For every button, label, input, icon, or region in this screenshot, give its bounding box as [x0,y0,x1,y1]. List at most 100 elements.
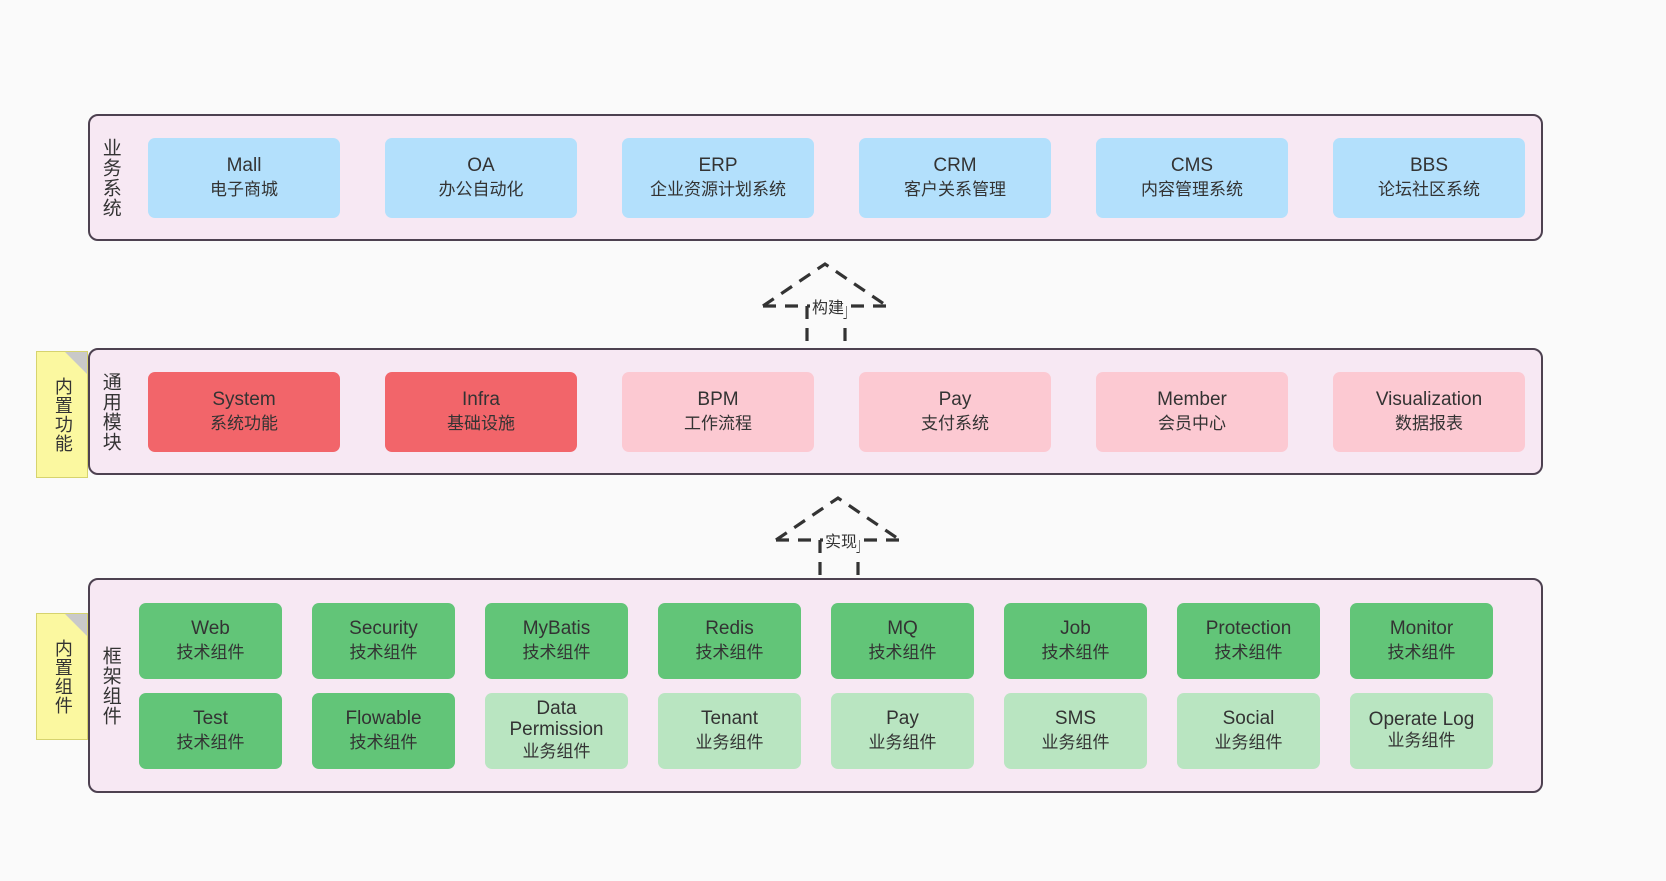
note-builtin-component-text: 内置组件 [52,638,73,715]
node-title-en: Protection [1205,618,1292,640]
node-title-en: Tenant [700,708,759,730]
node-title-en: Job [1060,618,1091,640]
node-title-en: Flowable [345,708,422,730]
node-title-cn: 技术组件 [1387,642,1456,662]
node-title-cn: 办公自动化 [438,179,524,199]
node-title-en: Mall [226,155,262,177]
layer-business-system-title: 业务系统 [99,137,121,218]
node-title-cn: 技术组件 [695,642,764,662]
node-title-cn: 工作流程 [684,413,752,433]
node-title-cn: 支付系统 [921,413,989,433]
node-title-cn: 技术组件 [349,642,418,662]
node-title-cn: 技术组件 [1041,642,1110,662]
arrow-implement-label: 实现 [823,528,860,552]
node-title-en: System [212,389,276,411]
node-title-cn: 技术组件 [522,642,591,662]
node-title-cn: 企业资源计划系统 [650,179,786,199]
node-title-en: Visualization [1375,389,1483,411]
node-title-en: Data Permission [509,697,604,741]
node-title-en: MQ [887,618,918,640]
node-title-cn: 技术组件 [868,642,937,662]
node-title-en: Social [1222,708,1275,730]
node-title-en: Web [191,618,230,640]
node-title-cn: 论坛社区系统 [1378,179,1480,199]
node-title-cn: 客户关系管理 [904,179,1006,199]
node-title-cn: 电子商城 [210,179,278,199]
layer-framework-component-title: 框架组件 [99,645,121,726]
node-title-cn: 技术组件 [1214,642,1283,662]
node-title-cn: 业务组件 [522,742,591,762]
node-title-en: CMS [1170,155,1214,177]
node-title-cn: 业务组件 [695,732,764,752]
node-title-en: Operate Log [1368,708,1475,730]
node-title-cn: 会员中心 [1158,413,1226,433]
layer-common-module-title: 通用模块 [99,371,121,452]
node-title-cn: 数据报表 [1395,413,1463,433]
node-title-cn: 业务组件 [868,732,937,752]
arrow-build-glyph [762,262,888,348]
node-title-cn: 技术组件 [176,732,245,752]
node-title-en: Pay [886,708,919,730]
node-title-en: OA [467,155,495,177]
note-builtin-function-text: 内置功能 [52,376,73,453]
note-builtin-function: 内置功能 [36,351,88,478]
note-fold-icon [65,614,87,636]
arrow-build: 构建 [755,258,905,348]
node-title-en: Monitor [1389,618,1454,640]
node-title-en: Infra [461,389,501,411]
node-title-cn: 基础设施 [447,413,515,433]
arrow-implement-glyph [775,496,901,582]
node-title-en: Member [1157,389,1227,411]
node-title-cn: 技术组件 [349,732,418,752]
node-title-cn: 业务组件 [1214,732,1283,752]
node-title-cn: 业务组件 [1387,731,1456,751]
node-title-en: BBS [1409,155,1449,177]
node-title-en: Redis [705,618,754,640]
arrow-implement: 实现 [768,492,918,582]
node-title-cn: 业务组件 [1041,732,1110,752]
node-title-en: Security [349,618,418,640]
node-title-en: MyBatis [522,618,591,640]
node-title-en: Pay [938,389,972,411]
arrow-build-label: 构建 [810,294,847,318]
node-title-en: BPM [697,389,739,411]
node-title-en: SMS [1054,708,1097,730]
note-builtin-component: 内置组件 [36,613,88,740]
note-fold-icon [65,352,87,374]
